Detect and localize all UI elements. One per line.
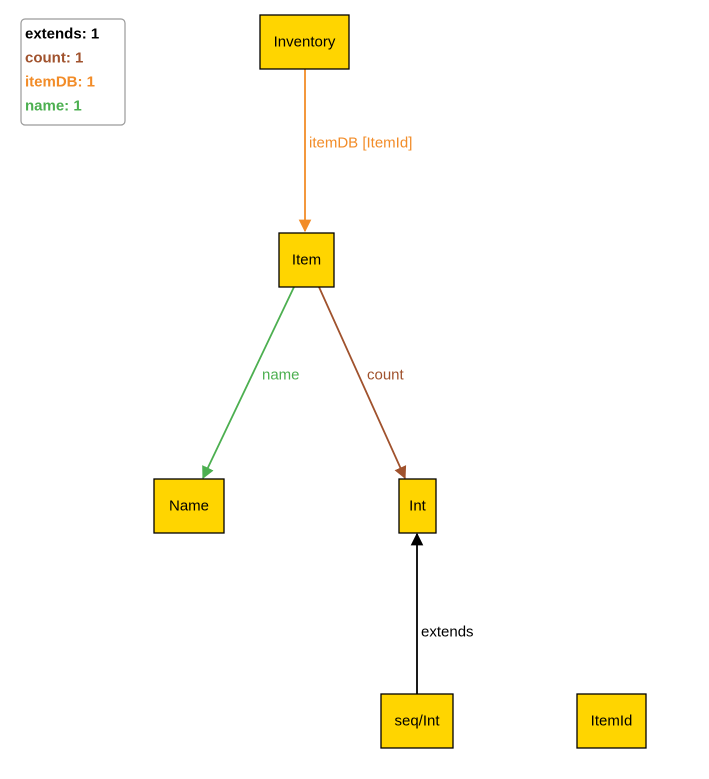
node-name-box[interactable]	[153, 478, 225, 534]
legend-item-itemdb: itemDB: 1	[25, 74, 95, 91]
edge-label-count: count	[367, 367, 405, 384]
node-inventory-label: Inventory	[274, 34, 336, 51]
node-seq-int-label: seq/Int	[394, 713, 440, 730]
node-item-label: Item	[292, 252, 321, 269]
node-itemid-box[interactable]	[576, 693, 647, 749]
node-int[interactable]: Int	[398, 478, 437, 534]
node-item-box[interactable]	[278, 232, 335, 288]
node-name-label: Name	[169, 498, 209, 515]
node-item[interactable]: Item	[278, 232, 335, 288]
edges: itemDB [ItemId] name count extends	[202, 69, 474, 694]
node-inventory-box[interactable]	[259, 14, 350, 70]
node-int-label: Int	[409, 498, 427, 515]
legend-box	[20, 18, 126, 126]
legend-item-extends: extends: 1	[25, 26, 99, 43]
edge-label-extends: extends	[421, 624, 474, 641]
node-int-box[interactable]	[398, 478, 437, 534]
node-inventory[interactable]: Inventory	[259, 14, 350, 70]
node-seq-int[interactable]: seq/Int	[380, 693, 454, 749]
node-itemid-label: ItemId	[591, 713, 633, 730]
edge-label-name: name	[262, 367, 300, 384]
node-name[interactable]: Name	[153, 478, 225, 534]
edge-name	[202, 286, 295, 480]
node-itemid[interactable]: ItemId	[576, 693, 647, 749]
node-seq-int-box[interactable]	[380, 693, 454, 749]
edge-count	[318, 286, 407, 480]
legend: extends: 1 count: 1 itemDB: 1 name: 1	[20, 18, 126, 126]
legend-item-name: name: 1	[25, 98, 82, 115]
edge-label-itemdb: itemDB [ItemId]	[309, 135, 412, 152]
legend-item-count: count: 1	[25, 50, 83, 67]
